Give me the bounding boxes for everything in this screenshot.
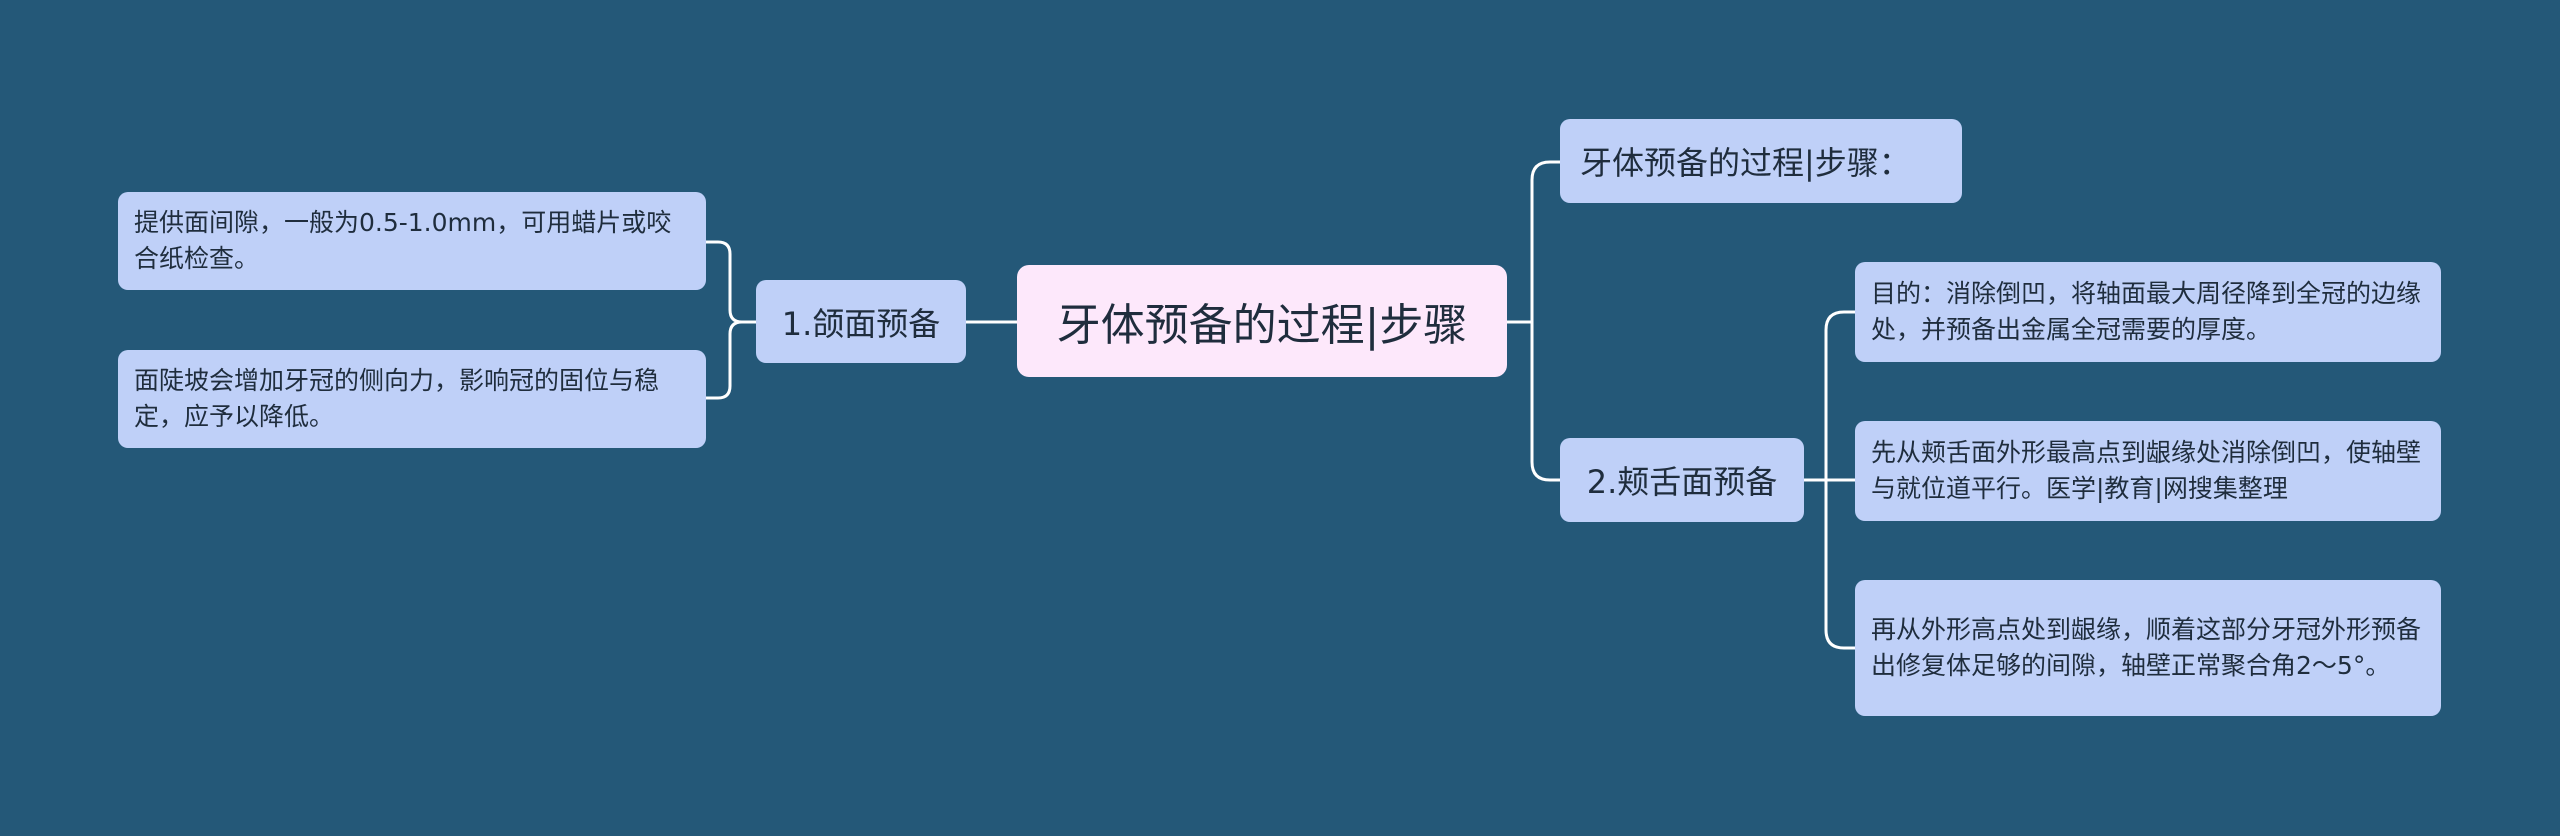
connector-right-leaf-1 (1802, 310, 1857, 482)
left-leaf-1-text: 提供面间隙，一般为0.5-1.0mm，可用蜡片或咬合纸检查。 (134, 208, 672, 273)
right-leaf-1[interactable]: 目的：消除倒凹，将轴面最大周径降到全冠的边缘处，并预备出金属全冠需要的厚度。 (1855, 262, 2441, 362)
left-leaf-1[interactable]: 提供面间隙，一般为0.5-1.0mm，可用蜡片或咬合纸检查。 (118, 192, 706, 290)
right-leaf-1-text: 目的：消除倒凹，将轴面最大周径降到全冠的边缘处，并预备出金属全冠需要的厚度。 (1871, 279, 2422, 344)
right-title-label: 牙体预备的过程|步骤： (1580, 144, 1911, 182)
root-topic-label: 牙体预备的过程|步骤 (1056, 300, 1468, 351)
right-title-topic[interactable]: 牙体预备的过程|步骤： (1560, 119, 1962, 203)
right-leaf-2-text: 先从颊舌面外形最高点到龈缘处消除倒凹，使轴壁与就位道平行。医学|教育|网搜集整理 (1871, 438, 2422, 503)
connector-right-leaf-3 (1824, 478, 1857, 650)
connector-right-branch (1530, 320, 1562, 482)
right-branch-topic[interactable]: 2.颊舌面预备 (1560, 438, 1804, 522)
right-leaf-3[interactable]: 再从外形高点处到龈缘，顺着这部分牙冠外形预备出修复体足够的间隙，轴壁正常聚合角2… (1855, 580, 2441, 716)
connector-right-title (1530, 160, 1562, 324)
right-leaf-2[interactable]: 先从颊舌面外形最高点到龈缘处消除倒凹，使轴壁与就位道平行。医学|教育|网搜集整理 (1855, 421, 2441, 521)
left-leaf-2[interactable]: 面陡坡会增加牙冠的侧向力，影响冠的固位与稳定，应予以降低。 (118, 350, 706, 448)
root-topic[interactable]: 牙体预备的过程|步骤 (1017, 265, 1507, 377)
left-leaf-2-text: 面陡坡会增加牙冠的侧向力，影响冠的固位与稳定，应予以降低。 (134, 366, 660, 431)
right-branch-label: 2.颊舌面预备 (1586, 463, 1778, 501)
left-branch-topic[interactable]: 1.颌面预备 (756, 280, 966, 363)
connector-left-leaf-1 (704, 240, 758, 324)
connector-left-leaf-2 (704, 320, 744, 400)
left-branch-label: 1.颌面预备 (781, 304, 941, 343)
right-leaf-3-text: 再从外形高点处到龈缘，顺着这部分牙冠外形预备出修复体足够的间隙，轴壁正常聚合角2… (1871, 615, 2422, 680)
